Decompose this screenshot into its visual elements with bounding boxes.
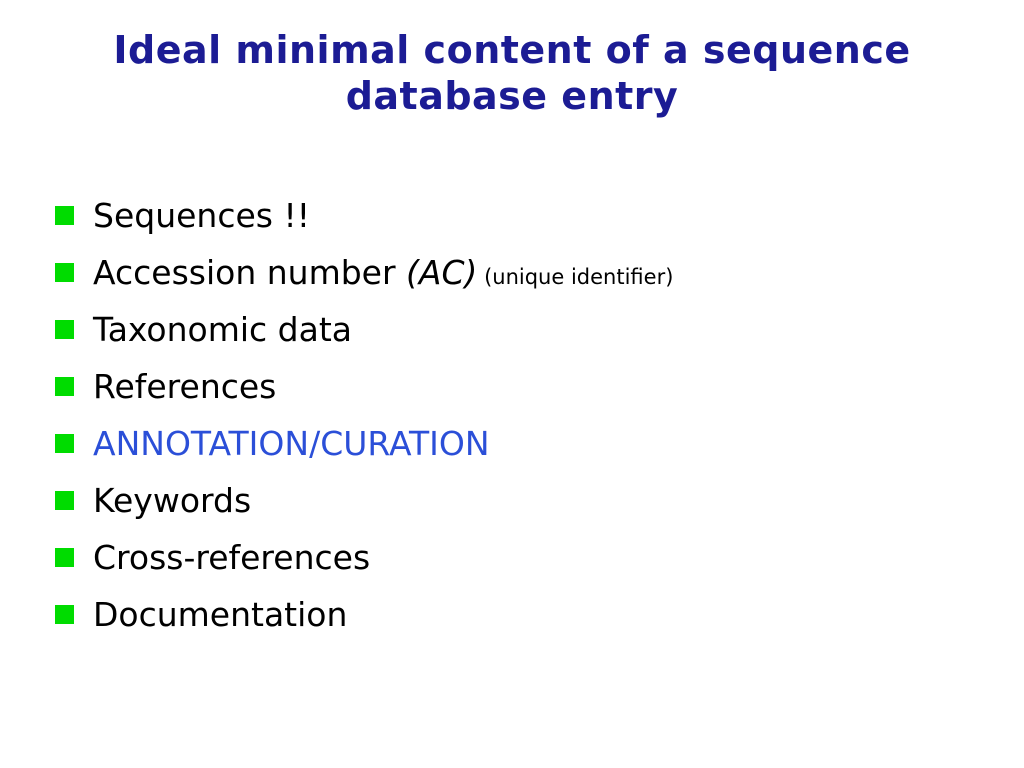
list-item: Documentation [55,586,1024,643]
item-text-main: ANNOTATION/CURATION [93,424,490,464]
bullet-square-icon [55,320,74,340]
page-title-line2: database entry [345,73,679,118]
item-text-main: Keywords [93,481,252,521]
item-text-main: Cross-references [93,538,371,578]
bullet-square-icon [55,491,74,511]
page-title-line1: Ideal minimal content of a sequence [113,28,911,72]
list-item: References [55,358,1024,415]
bullet-square-icon [55,206,74,226]
bullet-square-icon [55,605,74,625]
list-item: Accession number (AC) (unique identifier… [55,244,1024,301]
list-item-text: References [93,370,276,403]
list-item-text: ANNOTATION/CURATION [93,427,490,460]
bullet-list: Sequences !! Accession number (AC) (uniq… [0,187,1024,643]
list-item: ANNOTATION/CURATION [55,415,1024,472]
item-text-italic: (AC) [406,253,478,293]
bullet-square-icon [55,263,74,283]
list-item-text: Keywords [93,484,251,517]
item-text-main: Taxonomic data [93,310,353,350]
bullet-square-icon [55,434,74,454]
bullet-square-icon [55,548,74,568]
list-item-text: Accession number (AC) (unique identifier… [93,256,673,289]
list-item-text: Documentation [93,598,347,631]
bullet-square-icon [55,377,74,397]
item-text-main: Sequences !! [93,196,310,236]
item-text-main: Documentation [93,595,348,635]
list-item: Cross-references [55,529,1024,586]
item-text-main: Accession number [93,253,407,293]
list-item: Sequences !! [55,187,1024,244]
item-text-small: (unique identifier) [477,265,674,290]
item-text-main: References [93,367,277,407]
list-item-text: Sequences !! [93,199,310,232]
list-item-text: Taxonomic data [93,313,352,346]
list-item-text: Cross-references [93,541,370,574]
list-item: Taxonomic data [55,301,1024,358]
page-title: Ideal minimal content of a sequence data… [0,0,1024,119]
list-item: Keywords [55,472,1024,529]
